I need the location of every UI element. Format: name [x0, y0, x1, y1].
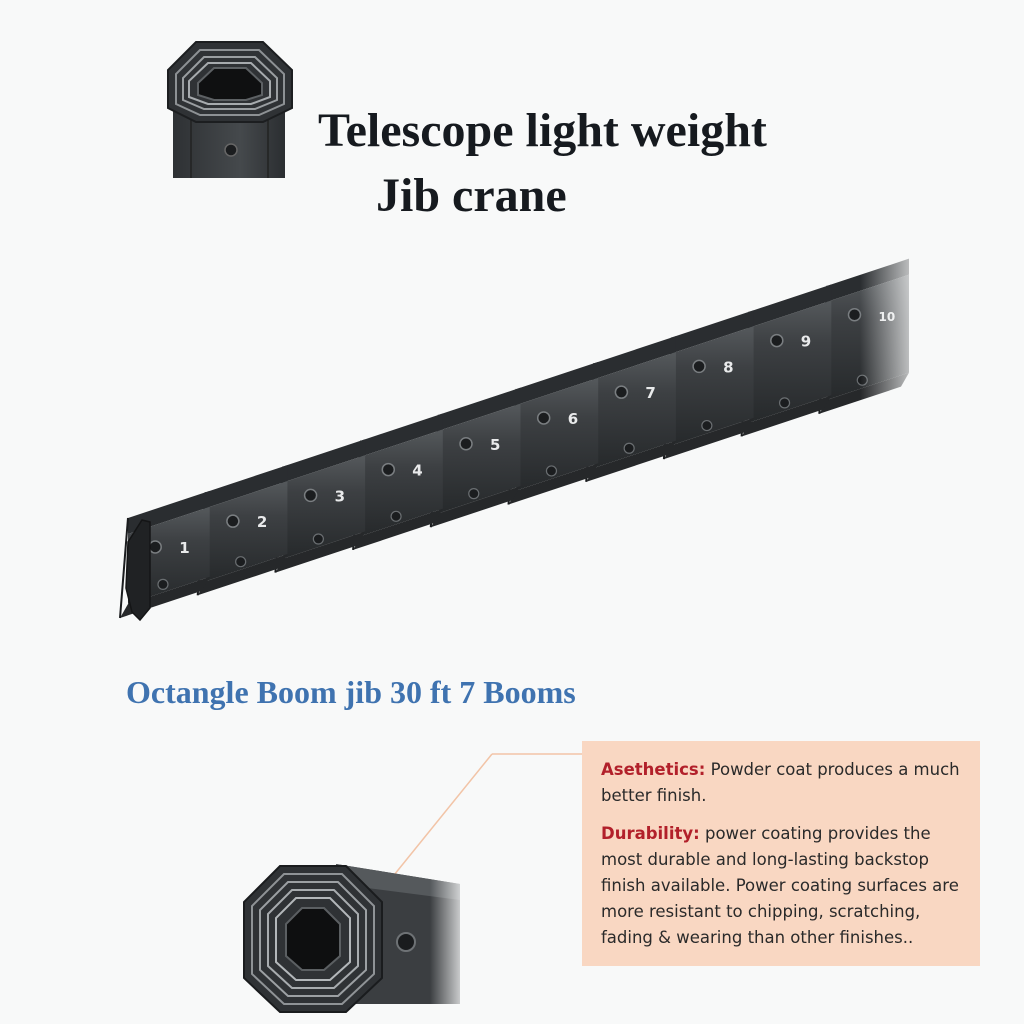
bolt-hole-icon: [390, 510, 402, 522]
boom-section: 4: [352, 413, 443, 551]
feature-aesthetics: Asethetics: Powder coat produces a much …: [601, 757, 964, 809]
bolt-hole-icon: [459, 437, 473, 451]
bolt-hole-icon: [303, 488, 318, 503]
boom-section: 5: [429, 387, 521, 528]
feature-durability: Durability: power coating provides the m…: [601, 821, 964, 951]
bolt-hole-icon: [157, 578, 169, 590]
boom-section-number: 6: [568, 410, 578, 428]
coating-features-callout: Asethetics: Powder coat produces a much …: [582, 741, 980, 966]
page-title-line-1: Telescope light weight: [318, 104, 767, 157]
boom-section: 3: [274, 439, 366, 573]
bolt-hole-icon: [224, 143, 238, 157]
page-title-line-2: Jib crane: [376, 169, 567, 222]
bolt-hole-icon: [396, 932, 416, 952]
callout-leader-line: [389, 753, 493, 881]
bolt-hole-icon: [692, 359, 706, 374]
boom-section-number: 7: [645, 384, 655, 402]
boom-section: 8: [662, 310, 754, 460]
boom-section-number: 1: [179, 539, 189, 557]
feature-term: Asethetics:: [601, 760, 706, 779]
boom-section: 2: [196, 465, 288, 596]
boom-section-number: 8: [723, 358, 733, 376]
bolt-hole-icon: [226, 514, 240, 528]
feature-text: power coating provides the most durable …: [601, 824, 959, 947]
boom-section: 6: [507, 361, 599, 505]
boom-section-number: 9: [801, 333, 811, 351]
boom-section-number: 2: [257, 513, 267, 531]
feature-term: Durability:: [601, 824, 700, 843]
boom-section-number: 5: [490, 436, 500, 454]
bolt-hole-icon: [468, 488, 480, 500]
bolt-hole-icon: [701, 419, 713, 432]
boom-end-cap: [125, 519, 151, 622]
bolt-hole-icon: [312, 533, 324, 545]
boom-section-number: 4: [412, 462, 422, 480]
bolt-hole-icon: [235, 556, 247, 568]
bolt-hole-icon: [623, 442, 635, 454]
bolt-hole-icon: [381, 462, 396, 477]
boom-section-number: 3: [335, 487, 345, 505]
boom-spec-subtitle: Octangle Boom jib 30 ft 7 Booms: [126, 674, 576, 710]
bolt-hole-icon: [536, 411, 551, 425]
bolt-hole-icon: [778, 397, 791, 409]
boom-section: 7: [585, 336, 676, 482]
bolt-hole-icon: [770, 333, 784, 348]
bolt-hole-icon: [545, 465, 558, 477]
bolt-hole-icon: [614, 385, 629, 399]
feature-text: Powder coat produces a much better finis…: [601, 760, 960, 805]
